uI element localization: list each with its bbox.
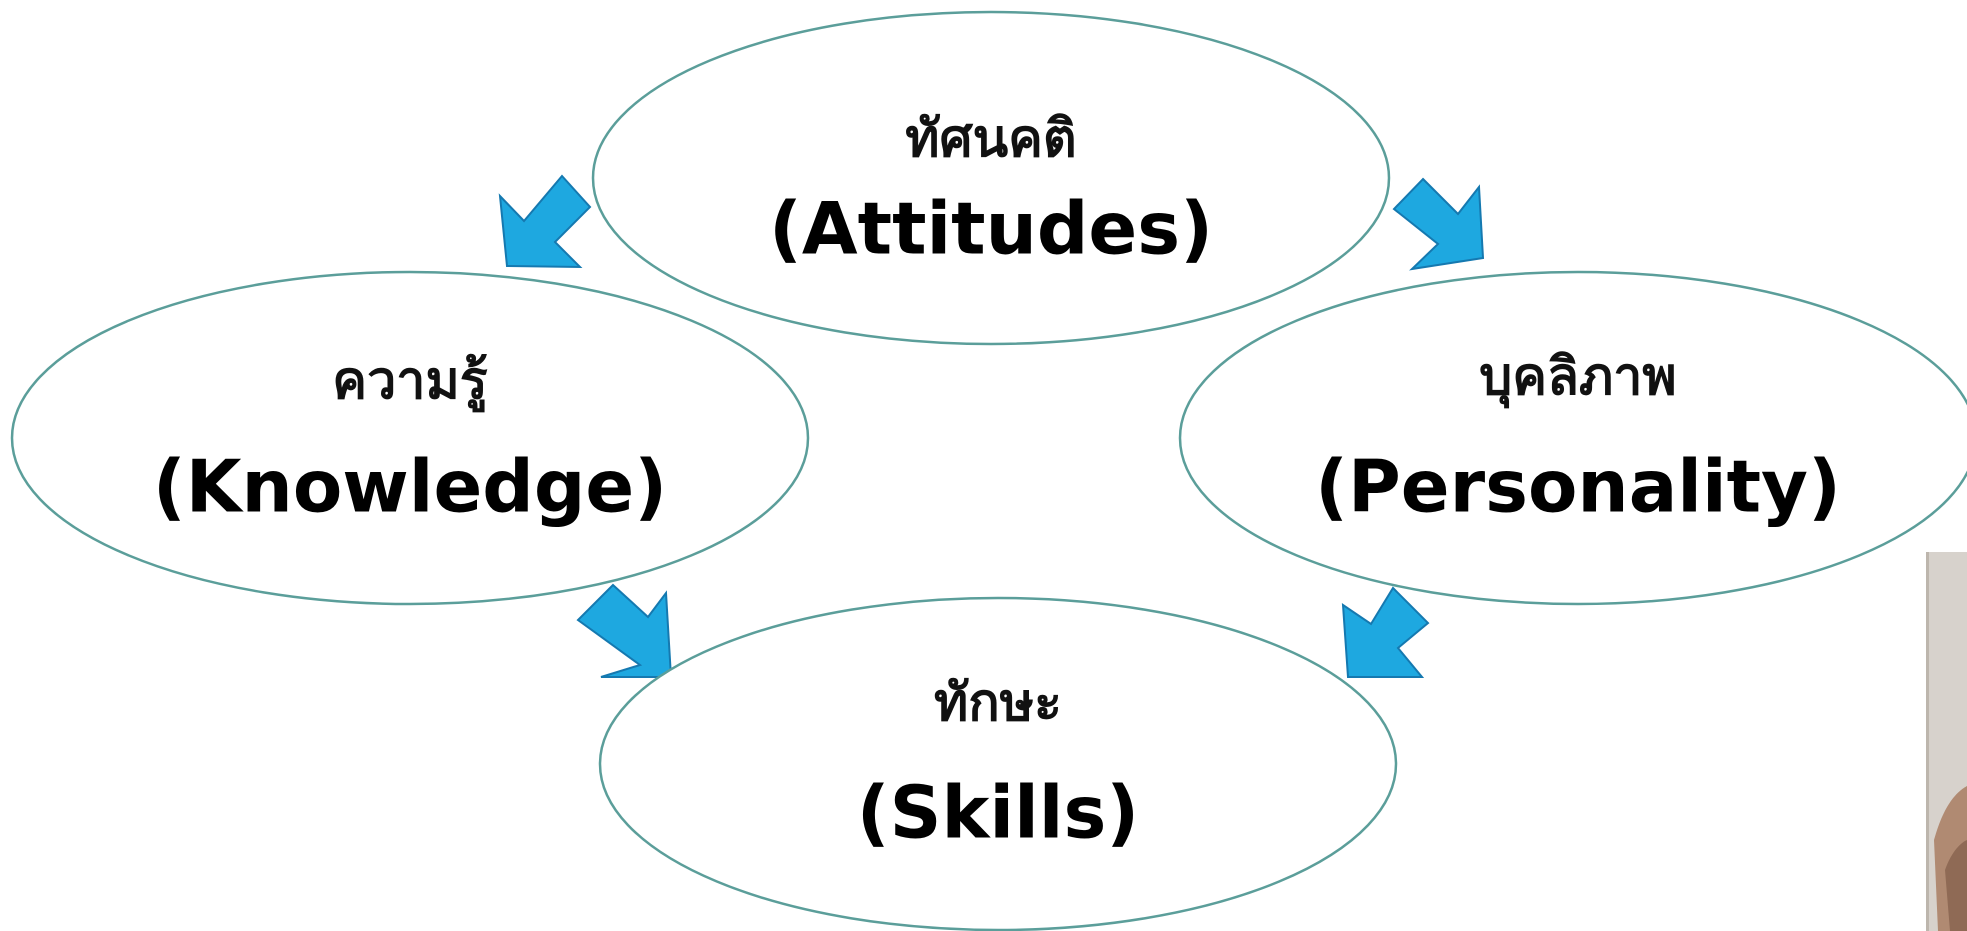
node-skills: ทักษะ (Skills): [598, 596, 1398, 931]
arrow-attitudes-to-knowledge: [498, 174, 592, 269]
node-skills-english: (Skills): [857, 771, 1139, 855]
node-attitudes-english: (Attitudes): [769, 187, 1213, 271]
node-personality: บุคลิภาพ (Personality): [1178, 270, 1967, 606]
node-personality-thai: บุคลิภาพ: [1479, 347, 1676, 409]
node-knowledge-thai: ความรู้: [332, 351, 487, 413]
node-attitudes: ทัศนคติ (Attitudes): [591, 10, 1391, 346]
node-knowledge: ความรู้ (Knowledge): [10, 270, 810, 606]
node-personality-english: (Personality): [1315, 445, 1841, 529]
photo-fragment: [1926, 552, 1967, 931]
node-skills-thai: ทักษะ: [934, 673, 1062, 733]
node-knowledge-english: (Knowledge): [153, 445, 667, 529]
arrow-personality-to-skills: [1341, 586, 1430, 678]
node-attitudes-thai: ทัศนคติ: [905, 109, 1076, 169]
arrow-knowledge-to-skills: [576, 583, 673, 678]
arrow-attitudes-to-personality: [1392, 177, 1485, 271]
